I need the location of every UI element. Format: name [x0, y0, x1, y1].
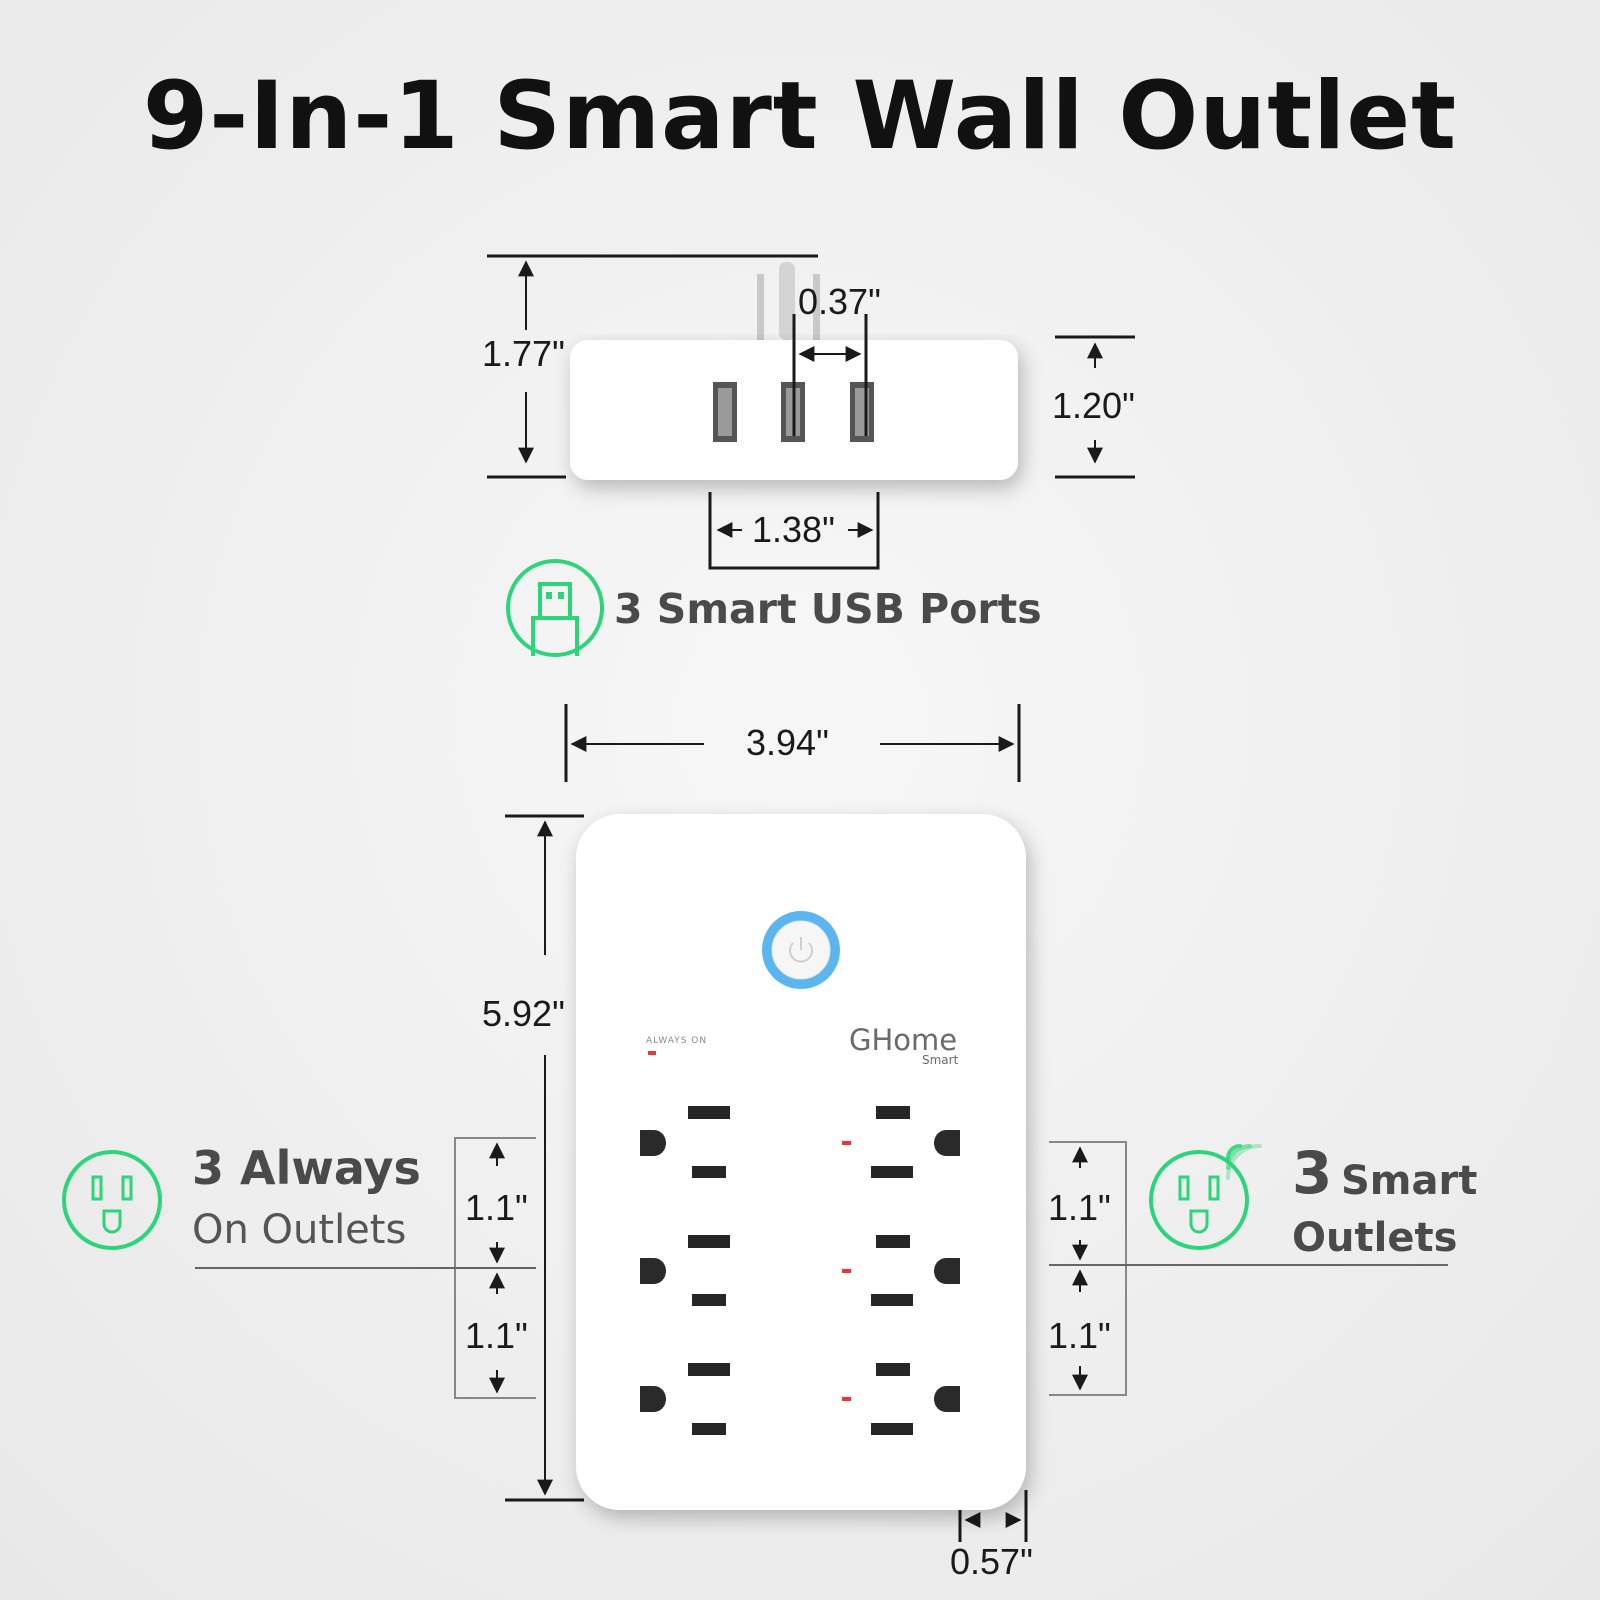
always-on-outlet [640, 1235, 730, 1306]
usb-port [713, 382, 737, 442]
brand-sub: Smart [922, 1053, 959, 1067]
plug-prong [757, 274, 764, 340]
wifi-icon [1226, 1144, 1262, 1180]
width-label: 3.94" [746, 722, 829, 763]
power-icon [789, 937, 813, 963]
brand-name: GHome [849, 1023, 958, 1057]
front-view-dimension-lines [195, 704, 1448, 1542]
right-spacing-bottom-label: 1.1" [1048, 1315, 1111, 1356]
right-spacing-top-label: 1.1" [1048, 1187, 1111, 1228]
always-on-label: ALWAYS ON [646, 1036, 708, 1046]
plug-prong [813, 274, 820, 340]
thickness-label: 0.57" [950, 1541, 1033, 1582]
smart-indicator [842, 1397, 851, 1401]
usb-spacing-label: 0.37" [798, 281, 881, 322]
smart-outlet [842, 1235, 960, 1306]
smart-indicator [842, 1141, 851, 1145]
usb-feature-label: 3 Smart USB Ports [614, 585, 1042, 633]
body-depth-label: 1.20" [1052, 385, 1135, 426]
always-on-count: 3 Always [192, 1141, 421, 1195]
outlet-body [576, 814, 1026, 1510]
height-label: 5.92" [482, 993, 565, 1034]
smart-count: 3 [1292, 1139, 1333, 1207]
smart-outlet [842, 1363, 960, 1435]
total-depth-label: 1.77" [482, 333, 565, 374]
always-on-indicator [648, 1051, 656, 1055]
always-on-outlet [640, 1106, 730, 1178]
smart-indicator [842, 1269, 851, 1273]
left-spacing-top-label: 1.1" [465, 1187, 528, 1228]
usb-port [850, 382, 874, 442]
front-view-device [576, 814, 1026, 1510]
smart-feature-label-1: Smart [1341, 1158, 1478, 1204]
top-view-dimension-lines [487, 254, 1135, 570]
left-spacing-bottom-label: 1.1" [465, 1315, 528, 1356]
usb-icon [506, 559, 604, 657]
outlet-icon [62, 1150, 162, 1250]
smart-outlet [842, 1106, 960, 1178]
page-title: 9-In-1 Smart Wall Outlet [142, 62, 1458, 171]
always-on-feature-label: On Outlets [192, 1207, 407, 1253]
smart-outlet-icon [1149, 1144, 1262, 1250]
ground-pin [779, 262, 795, 340]
smart-feature-label-2: Outlets [1292, 1215, 1458, 1261]
usb-group-width-label: 1.38" [752, 509, 835, 550]
power-button [762, 911, 840, 989]
always-on-outlet [640, 1363, 730, 1435]
